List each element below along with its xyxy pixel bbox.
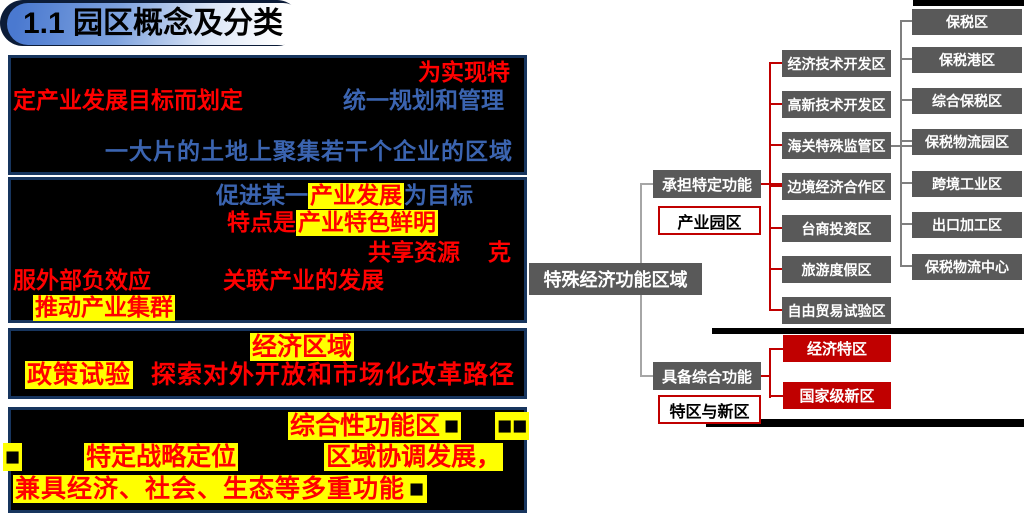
park-definition-block [8, 55, 527, 175]
text-segment: 统一规划和管理 [343, 87, 504, 113]
bonded-zone-node-5: 出口加工区 [912, 212, 1022, 238]
connector-line [769, 395, 783, 397]
text-segment: ■ [3, 443, 23, 471]
branch-comprehensive-function-label: 具备综合功能 [653, 362, 761, 390]
text-segment: 综合性功能区 [288, 412, 443, 440]
connector-line [900, 21, 902, 267]
text-segment: ■ [442, 412, 462, 440]
bonded-zone-node-6: 保税物流中心 [912, 254, 1022, 280]
comprehensive-zone-node-1: 国家级新区 [783, 382, 891, 409]
bonded-zone-node-4: 跨境工业区 [912, 171, 1022, 197]
text-segment: 为目标 [404, 182, 473, 208]
connector-line [769, 227, 782, 229]
text-segment: 产业特色鲜明 [296, 209, 438, 236]
industry-zone-node-5: 旅游度假区 [782, 256, 891, 283]
text-line: 为实现特 [418, 59, 510, 86]
connector-line [640, 375, 654, 377]
bottom-border-bar [706, 419, 1024, 427]
connector-line [769, 103, 782, 105]
industry-zone-node-6: 自由贸易试验区 [782, 297, 891, 324]
slide-title: 1.1 园区概念及分类 [7, 3, 304, 45]
text-segment: 产业发展 [308, 182, 404, 209]
text-segment: 关联产业的发展 [223, 267, 384, 293]
branch-specific-function-label: 承担特定功能 [653, 170, 761, 198]
text-segment: 政策试验 [25, 361, 134, 389]
text-segment: 一大片的土地上聚集若干个企业的区域 [105, 138, 513, 164]
text-line: 共享资源 克 [368, 239, 511, 266]
connector-line [900, 265, 912, 267]
connector-line [900, 223, 912, 225]
text-line: 一大片的土地上聚集若干个企业的区域 [105, 138, 513, 165]
connector-line [769, 144, 782, 146]
connector-line [900, 58, 912, 60]
text-segment: 区域协调发展， [324, 443, 504, 471]
connector-line [769, 185, 782, 187]
text-segment: 推动产业集群 [33, 294, 175, 321]
connector-line [769, 309, 782, 311]
text-segment: 定产业发展目标而划定 [13, 87, 243, 113]
text-line: 特点是产业特色鲜明 [227, 209, 438, 236]
text-line: 经济区域 [250, 333, 355, 361]
connector-line [761, 375, 771, 377]
text-line: 政策试验探索对外开放和市场化改革路径 [25, 361, 515, 389]
connector-line [769, 348, 783, 350]
industry-zone-node-2: 海关特殊监管区 [782, 132, 891, 159]
text-segment: 克 [488, 239, 511, 265]
industry-zone-node-4: 台商投资区 [782, 215, 891, 242]
text-segment: ■ [407, 475, 428, 503]
text-segment: 为实现特 [418, 59, 510, 85]
connector-line [761, 183, 782, 185]
text-line: 综合性功能区■■■ [288, 412, 530, 440]
middle-border-bar [712, 328, 1024, 334]
text-line: 兼具经济、社会、生态等多重功能■ [13, 475, 428, 503]
connector-line [769, 63, 771, 311]
connector-line [769, 348, 771, 398]
bonded-zone-node-0: 保税区 [912, 9, 1022, 35]
text-segment: ■■ [495, 412, 530, 440]
text-line: 定产业发展目标而划定 统一规划和管理 [13, 87, 504, 114]
connector-line [900, 20, 912, 22]
connector-line [900, 182, 912, 184]
diagram-root-node: 特殊经济功能区域 [529, 263, 702, 295]
industry-zone-node-0: 经济技术开发区 [782, 50, 891, 77]
text-segment: 经济区域 [250, 333, 355, 361]
industrial-park-tag: 产业园区 [658, 206, 761, 235]
text-line: 服外部负效应 关联产业的发展 [13, 267, 384, 294]
text-segment: 共享资源 [368, 239, 460, 265]
special-new-area-tag: 特区与新区 [658, 395, 761, 424]
industry-zone-node-1: 高新技术开发区 [782, 91, 891, 118]
connector-line [769, 62, 782, 64]
text-line: 推动产业集群 [33, 294, 175, 321]
bonded-zone-node-3: 保税物流园区 [912, 129, 1022, 155]
text-segment: 探索对外开放和市场化改革路径 [151, 361, 516, 389]
text-line: 促进某一产业发展为目标 [216, 182, 473, 209]
connector-line [640, 183, 654, 185]
bonded-zone-node-1: 保税港区 [912, 47, 1022, 73]
text-segment: 服外部负效应 [13, 267, 151, 293]
bonded-zone-node-2: 综合保税区 [912, 88, 1022, 114]
connector-line [640, 295, 642, 376]
connector-line [640, 184, 642, 264]
connector-line [769, 268, 782, 270]
connector-line [900, 140, 912, 142]
comprehensive-zone-node-0: 经济特区 [783, 335, 891, 362]
text-line: ■ 特定战略定位 区域协调发展， [3, 443, 504, 471]
text-segment: 特点是 [227, 209, 296, 235]
text-segment: 特定战略定位 [84, 443, 239, 471]
text-segment: 兼具经济、社会、生态等多重功能 [13, 475, 408, 503]
industry-zone-node-3: 边境经济合作区 [782, 173, 891, 200]
text-segment: 促进某一 [216, 182, 308, 208]
connector-line [900, 99, 912, 101]
top-border-bar [913, 0, 1024, 6]
